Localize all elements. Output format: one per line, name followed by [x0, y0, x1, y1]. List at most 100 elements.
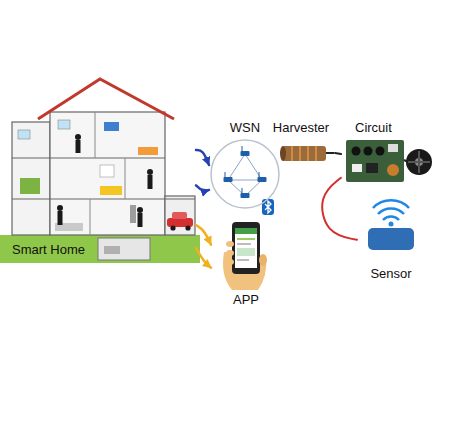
sensor-drawing-part: [383, 217, 399, 220]
harvester-drawing-part: [291, 146, 293, 161]
phone-in-hand-part: [226, 241, 234, 247]
house-drawing: [12, 79, 195, 260]
house-drawing-part: [98, 238, 150, 260]
house-drawing-part: [165, 196, 195, 235]
harvester-drawing-part: [280, 146, 286, 161]
sensor-network-drawing-part: [241, 193, 250, 198]
house-drawing-part: [18, 130, 30, 139]
phone-in-hand-part: [237, 259, 249, 261]
phone-in-hand-part: [259, 254, 267, 266]
house-drawing-part: [125, 158, 126, 199]
sensor-network-drawing-part: [228, 154, 245, 180]
smart-home-node: Smart Home: [4, 72, 196, 264]
sensor-drawing: [368, 200, 414, 250]
node-label: APP: [213, 292, 279, 308]
app-link-arrow: [196, 225, 211, 245]
house-drawing-part: [130, 205, 136, 223]
node-label: Harvester: [269, 120, 333, 136]
house-drawing-part: [38, 79, 174, 119]
sensor-network-drawing-part: [242, 146, 243, 151]
node-label: WSN: [211, 120, 279, 136]
house-drawing-part: [100, 186, 122, 195]
house-drawing-part: [58, 211, 63, 225]
bluetooth-icon: [262, 199, 274, 215]
bluetooth-icon-part: [262, 199, 274, 215]
house-drawing-part: [100, 165, 114, 177]
house-drawing-part: [185, 225, 190, 230]
house-drawing-part: [12, 198, 195, 199]
house-drawing-part: [172, 212, 187, 219]
circuit-board-drawing-part: [352, 147, 361, 156]
house-drawing-part: [138, 213, 143, 227]
sensor-network-drawing-part: [259, 172, 260, 177]
phone-in-hand-part: [237, 248, 255, 256]
circuit-board-drawing-part: [346, 140, 404, 182]
phone-in-hand-part: [237, 238, 255, 240]
circuit-board-drawing-part: [376, 147, 385, 156]
phone-in-hand-part: [232, 222, 260, 274]
house-drawing-part: [58, 120, 70, 129]
sensor-drawing-part: [373, 200, 409, 208]
harvester-node: Harvester: [267, 118, 335, 168]
sensor-network-drawing-part: [225, 172, 226, 177]
wsn-node: WSN: [209, 120, 281, 212]
circuit-board-drawing: [346, 140, 432, 182]
phone-in-hand-part: [235, 228, 257, 268]
sensor-network-drawing-part: [241, 151, 250, 156]
circuit-board-drawing-part: [366, 163, 378, 173]
sensor-network-drawing-part: [224, 177, 233, 182]
app-link-arrow: [196, 248, 211, 268]
circuit-board-drawing-part: [404, 160, 408, 162]
house-drawing-part: [104, 122, 119, 131]
house-drawing-part: [137, 207, 143, 213]
sensor-network-drawing-part: [258, 177, 267, 182]
harvester-drawing-part: [299, 146, 301, 161]
ground-band-part: [0, 235, 200, 263]
sensor-drawing-part: [368, 228, 414, 250]
ground-band: [0, 235, 200, 263]
circuit-board-drawing-part: [364, 147, 373, 156]
circuit-board-drawing-part: [406, 149, 432, 175]
harvester-drawing-part: [326, 152, 334, 154]
house-drawing-part: [104, 246, 120, 254]
house-drawing-part: [50, 112, 165, 235]
sensor-network-drawing-part: [245, 154, 262, 180]
house-drawing-part: [138, 147, 158, 155]
house-drawing-part: [95, 112, 96, 158]
circuit-board-drawing-part: [388, 144, 398, 152]
phone-in-hand-part: [235, 228, 257, 234]
house-drawing-part: [76, 140, 81, 153]
circuit-node: Circuit: [341, 118, 435, 190]
sensor-network-drawing: [224, 146, 267, 198]
node-label: Sensor: [359, 266, 423, 282]
house-drawing-part: [57, 205, 63, 211]
phone-in-hand-part: [226, 250, 234, 256]
house-drawing-part: [147, 169, 153, 175]
phone-in-hand: [223, 222, 267, 290]
circuit-board-drawing-part: [352, 164, 362, 172]
phone-in-hand-part: [237, 243, 251, 245]
wire: [335, 153, 341, 154]
phone-in-hand-part: [226, 259, 234, 265]
node-label: Circuit: [355, 120, 421, 136]
sensor-network-drawing-part: [228, 180, 262, 181]
house-drawing-part: [12, 122, 50, 235]
house-drawing-part: [170, 225, 175, 230]
wire: [322, 178, 357, 240]
harvester-drawing-part: [307, 146, 309, 161]
circuit-board-drawing-part: [408, 161, 430, 163]
connectors: [196, 150, 357, 268]
sensor-node: Sensor: [357, 192, 425, 284]
app-node: APP: [211, 218, 281, 310]
harvester-drawing-part: [282, 146, 326, 161]
harvester-drawing: [280, 146, 334, 161]
harvester-drawing-part: [315, 146, 317, 161]
wireless-arrow: [196, 150, 209, 165]
house-drawing-part: [90, 199, 91, 235]
house-drawing-part: [12, 157, 165, 158]
wireless-arrow: [196, 185, 209, 191]
